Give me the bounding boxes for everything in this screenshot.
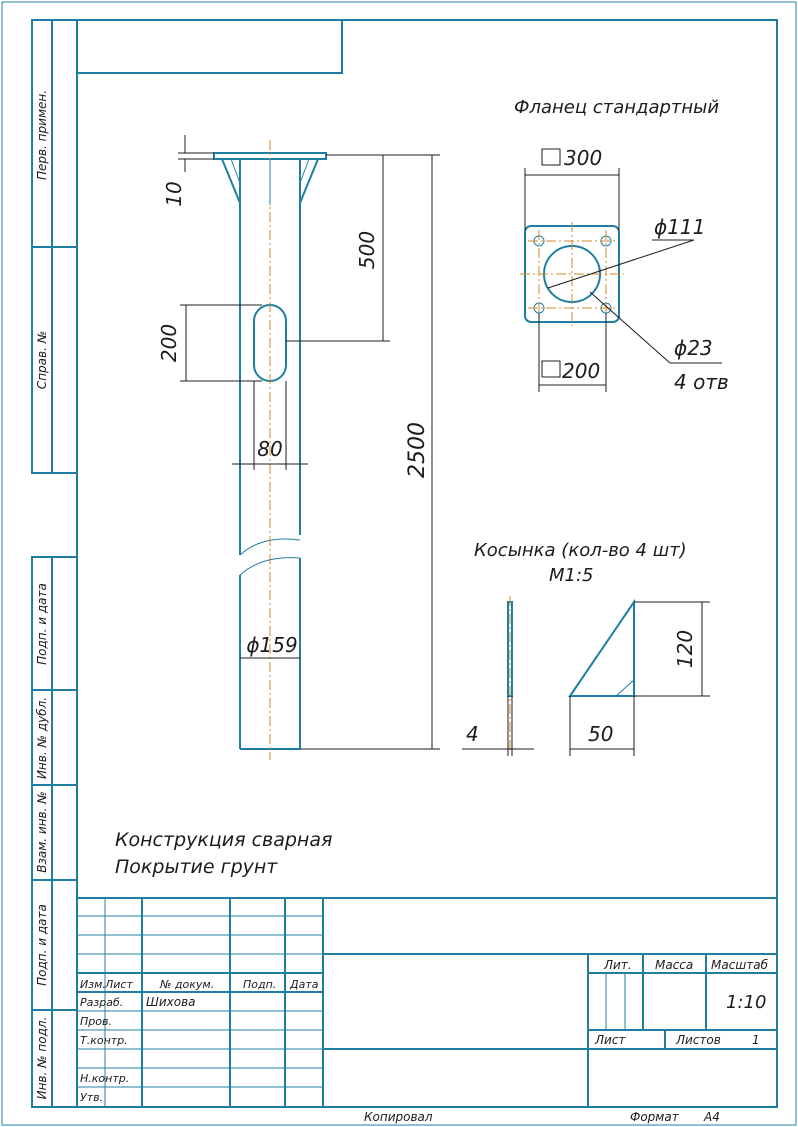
row-label-razrab: Разраб. — [80, 996, 123, 1009]
mass-label: Масса — [655, 958, 693, 972]
gusset-side-view — [507, 596, 513, 750]
svg-text:2500: 2500 — [405, 422, 430, 478]
flange-view — [520, 222, 624, 326]
sheet-label: Лист — [594, 1033, 626, 1047]
dim-slot-width: 80 — [232, 381, 308, 470]
side-label-inv-podl: Инв. № подл. — [35, 1017, 49, 1100]
svg-text:10: 10 — [162, 181, 186, 206]
dim-flange-bolt-spacing: 200 — [538, 313, 607, 392]
row-label-nkontr: Н.контр. — [80, 1072, 129, 1085]
top-stamp-box — [76, 19, 343, 74]
footer-format-label: Формат — [630, 1110, 680, 1124]
svg-text:300: 300 — [564, 146, 602, 170]
dim-flange-bore: ϕ111 — [547, 215, 705, 289]
col-header-izm: Изм. — [80, 978, 106, 991]
dim-gusset-h: 120 — [634, 601, 710, 697]
scale-label: Масштаб — [711, 958, 769, 972]
svg-text:80: 80 — [257, 437, 282, 461]
right-gusset — [299, 158, 319, 204]
col-header-list: Лист — [104, 978, 133, 991]
row-label-utv: Утв. — [80, 1091, 103, 1104]
svg-text:120: 120 — [673, 630, 697, 668]
developer-name: Шихова — [146, 995, 196, 1009]
svg-text:50: 50 — [588, 722, 613, 746]
side-label-perv: Перв. примен. — [35, 90, 49, 180]
svg-text:4: 4 — [466, 722, 479, 746]
gusset-front-view — [568, 598, 635, 697]
side-label-inv-dubl: Инв. № дубл. — [35, 697, 49, 779]
left-gusset — [221, 158, 241, 204]
sheets-label: Листов — [675, 1033, 721, 1047]
svg-text:200: 200 — [562, 359, 600, 383]
footer-copied: Копировал — [364, 1110, 433, 1124]
gusset-scale: М1:5 — [549, 565, 594, 586]
flange-title: Фланец стандартный — [514, 97, 719, 118]
dim-slot-height: 200 — [157, 304, 262, 382]
side-strip-bottom — [31, 556, 78, 1108]
col-header-podp: Подп. — [243, 978, 276, 991]
side-label-sprav: Справ. № — [35, 331, 49, 389]
dim-flange-hole: ϕ23 4 отв — [589, 291, 729, 394]
dim-gusset-w: 50 — [569, 696, 635, 756]
pipe-view — [213, 140, 327, 760]
col-header-doc: № докум. — [159, 978, 214, 991]
dim-gusset-thickness: 4 — [462, 696, 534, 756]
svg-text:500: 500 — [355, 231, 379, 269]
col-header-date: Дата — [289, 978, 319, 991]
note-construction: Конструкция сварная — [115, 829, 332, 851]
svg-text:4 отв: 4 отв — [674, 370, 729, 394]
dim-total-length: 2500 — [300, 154, 440, 750]
title-block — [77, 897, 777, 1107]
row-label-tkontr: Т.контр. — [80, 1034, 128, 1047]
svg-text:200: 200 — [157, 324, 181, 362]
dim-pipe-diameter: ϕ159 — [240, 633, 300, 659]
side-strip-top — [31, 19, 78, 474]
break-line-bottom — [239, 557, 301, 576]
dim-gusset-height: 500 — [286, 154, 390, 342]
footer-format-value: А4 — [703, 1110, 720, 1124]
svg-text:ϕ159: ϕ159 — [246, 633, 297, 657]
scale-value: 1:10 — [726, 992, 766, 1013]
gusset-title: Косынка (кол-во 4 шт) — [474, 540, 687, 561]
lit-label: Лит. — [603, 958, 632, 972]
side-label-vzam: Взам. инв. № — [35, 791, 49, 872]
dim-top-plate: 10 — [162, 135, 214, 207]
note-coating: Покрытие грунт — [115, 856, 278, 878]
side-label-podp-2: Подп. и дата — [35, 904, 49, 986]
break-line-top — [239, 538, 301, 556]
side-label-podp-1: Подп. и дата — [35, 583, 49, 665]
svg-text:ϕ111: ϕ111 — [654, 215, 705, 239]
svg-text:ϕ23: ϕ23 — [674, 336, 713, 360]
sheets-value: 1 — [752, 1033, 760, 1047]
row-label-prov: Пров. — [80, 1015, 112, 1028]
dim-flange-outer: 300 — [524, 146, 620, 230]
